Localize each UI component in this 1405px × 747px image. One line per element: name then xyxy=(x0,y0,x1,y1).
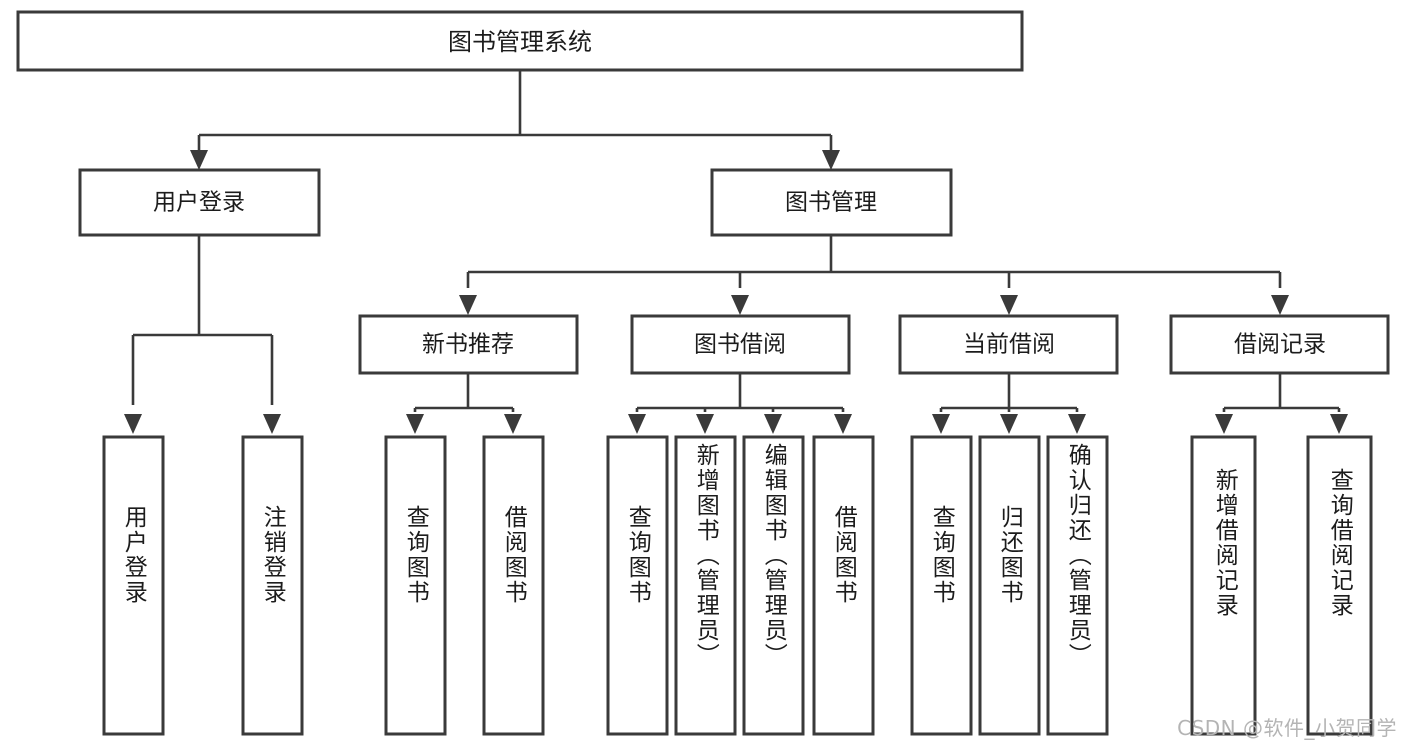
node-new-book-recommend-label: 新书推荐 xyxy=(422,332,514,358)
arrowhead-book-borrow xyxy=(731,295,749,315)
node-new-book-recommend-box[interactable] xyxy=(358,314,579,375)
arrowhead-leaf-borrow-book-1 xyxy=(504,414,522,434)
leaf-box-return-book[interactable] xyxy=(978,435,1041,736)
node-book-borrow-label: 图书借阅 xyxy=(694,332,786,358)
leaf-box-layer xyxy=(102,435,1373,736)
arrowhead-new-book xyxy=(459,295,477,315)
node-current-borrow-box[interactable] xyxy=(898,314,1119,375)
arrowhead-leaf-user-login xyxy=(124,414,142,434)
arrowhead-leaf-add-record xyxy=(1215,414,1233,434)
node-book-borrow-box[interactable] xyxy=(630,314,851,375)
leaf-box-edit-book[interactable] xyxy=(742,435,805,736)
node-root-label: 图书管理系统 xyxy=(448,28,592,56)
arrowhead-leaf-query-book-2 xyxy=(628,414,646,434)
watermark-text: CSDN @软件_小贺同学 xyxy=(1177,716,1397,740)
node-book-manage-box[interactable] xyxy=(710,168,953,237)
node-borrow-record-label: 借阅记录 xyxy=(1234,332,1326,358)
node-root-box[interactable] xyxy=(16,10,1024,72)
leaf-box-confirm-return[interactable] xyxy=(1046,435,1109,736)
arrowhead-leaf-return-book xyxy=(1000,414,1018,434)
node-book-manage-label: 图书管理 xyxy=(785,190,877,216)
arrowhead-borrow-record xyxy=(1271,295,1289,315)
node-user-login-box[interactable] xyxy=(78,168,321,237)
leaf-box-query-record[interactable] xyxy=(1306,435,1373,736)
node-book-manage[interactable]: 图书管理 xyxy=(710,168,953,237)
node-current-borrow[interactable]: 当前借阅 xyxy=(898,314,1119,375)
leaf-box-query-book-3[interactable] xyxy=(910,435,973,736)
node-root[interactable]: 图书管理系统 xyxy=(16,10,1024,72)
leaf-box-borrow-book-1[interactable] xyxy=(482,435,545,736)
leaf-box-borrow-book-2[interactable] xyxy=(812,435,875,736)
arrowhead-leaf-add-book xyxy=(696,414,714,434)
arrowhead-leaf-query-book-3 xyxy=(932,414,950,434)
arrowhead-leaf-logout xyxy=(263,414,281,434)
node-borrow-record[interactable]: 借阅记录 xyxy=(1169,314,1390,375)
arrowhead-leaf-edit-book xyxy=(764,414,782,434)
node-book-borrow[interactable]: 图书借阅 xyxy=(630,314,851,375)
leaf-box-logout[interactable] xyxy=(241,435,304,736)
arrowhead-leaf-query-record xyxy=(1330,414,1348,434)
node-user-login-label: 用户登录 xyxy=(153,190,245,216)
leaf-box-query-book-2[interactable] xyxy=(606,435,669,736)
arrowhead-leaf-borrow-book-2 xyxy=(834,414,852,434)
arrowhead-current-borrow xyxy=(1000,295,1018,315)
node-new-book-recommend[interactable]: 新书推荐 xyxy=(358,314,579,375)
leaf-box-query-book-1[interactable] xyxy=(384,435,447,736)
arrowhead-user-login xyxy=(190,150,208,170)
node-borrow-record-box[interactable] xyxy=(1169,314,1390,375)
node-current-borrow-label: 当前借阅 xyxy=(963,332,1055,358)
leaf-box-add-record[interactable] xyxy=(1190,435,1257,736)
leaf-box-add-book[interactable] xyxy=(674,435,737,736)
node-user-login[interactable]: 用户登录 xyxy=(78,168,321,237)
leaf-box-user-login[interactable] xyxy=(102,435,165,736)
connector-layer xyxy=(124,70,1348,434)
arrowhead-leaf-confirm-return xyxy=(1068,414,1086,434)
arrowhead-leaf-query-book-1 xyxy=(406,414,424,434)
arrowhead-book-manage xyxy=(822,150,840,170)
